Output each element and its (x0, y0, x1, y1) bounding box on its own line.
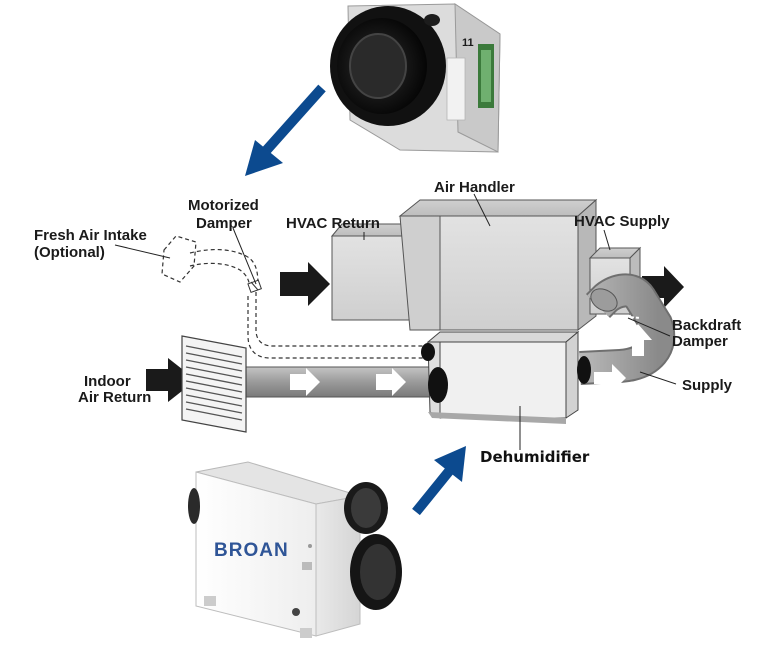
flow-arrow-indoor-return (146, 358, 196, 402)
broan-logo: BROAN (214, 540, 289, 561)
label-dehumidifier: Dehumidifier (480, 448, 590, 466)
label-fresh-air-2: (Optional) (34, 244, 105, 261)
callout-arrow-damper (245, 84, 326, 176)
motorized-damper-photo: 11 (330, 3, 501, 153)
label-backdraft-1: Backdraft (672, 317, 741, 334)
label-motorized-damper-1: Motorized (188, 197, 259, 214)
leader-lines (114, 193, 677, 450)
motorized-damper-small (247, 279, 262, 294)
label-backdraft-2: Damper (672, 333, 728, 350)
label-motorized-damper-2: Damper (196, 215, 252, 232)
damper-badge: 11 (462, 37, 474, 49)
label-air-handler: Air Handler (434, 179, 515, 196)
label-indoor-1: Indoor (84, 373, 131, 390)
air-handler-box (398, 198, 598, 332)
flow-arrow-hvac-return (280, 262, 330, 306)
fresh-air-intake-duct (161, 235, 428, 359)
dehumidifier-product-photo: BROAN (188, 461, 402, 638)
supply-duct (579, 273, 676, 392)
label-fresh-air-1: Fresh Air Intake (34, 227, 147, 244)
indoor-return-grille (181, 335, 247, 433)
label-hvac-return: HVAC Return (286, 215, 380, 232)
indoor-return-duct (243, 366, 435, 398)
dehumidifier-diagram-unit (421, 330, 591, 424)
label-indoor-2: Air Return (78, 389, 151, 406)
label-supply: Supply (682, 377, 733, 394)
label-hvac-supply: HVAC Supply (574, 213, 670, 230)
callout-arrow-dehumidifier (412, 446, 466, 516)
